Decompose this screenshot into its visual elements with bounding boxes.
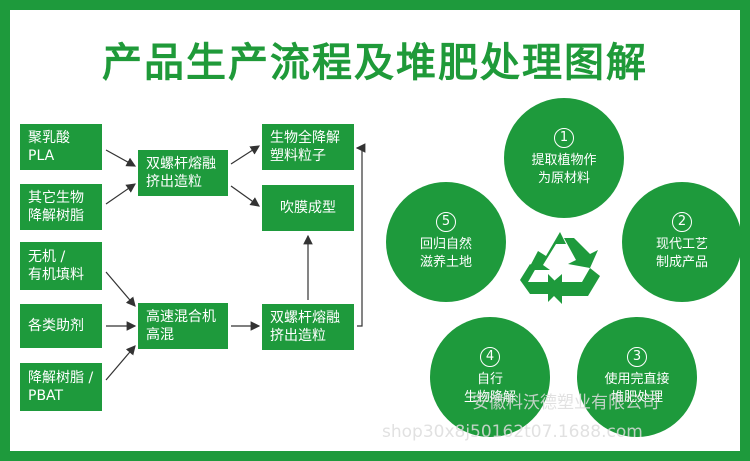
mixer-box: 高速混合机 高混 [138,303,228,349]
page-title: 产品生产流程及堆肥处理图解 [102,40,648,86]
process-label: 挤出造粒 [146,174,202,190]
step-label: 回归自然 [419,237,472,252]
process-label: 挤出造粒 [270,328,326,344]
extruder-box-top: 双螺杆熔融 挤出造粒 [138,150,228,196]
input-label: PBAT [28,388,64,404]
input-pla: 聚乳酸 PLA [20,124,102,170]
cycle-step-2: 2 现代工艺 制成产品 [622,182,742,302]
watermark-company: 安徽科沃德塑业有限公司 [472,393,659,413]
step-number: 1 [554,128,574,148]
step-number: 2 [672,212,692,232]
arrow-extruder-to-film [230,185,260,207]
input-label: 降解树脂 / [28,370,94,386]
process-label: 双螺杆熔融 [270,310,340,326]
step-number: 4 [480,347,500,367]
arrow-extruder-to-pellets [230,145,261,165]
input-label: 聚乳酸 [28,130,70,146]
cycle-step-5: 5 回归自然 滋养土地 [386,182,506,302]
arrow-filler-to-mixer [105,271,136,307]
recycle-icon [520,232,600,304]
input-label: 各类助剂 [28,318,84,334]
input-pbat: 降解树脂 / PBAT [20,363,102,411]
step-label: 为原材料 [537,171,590,186]
input-label: 降解树脂 [28,208,84,224]
step-label: 制成产品 [655,255,708,270]
arrow-extruder-to-pellets-loop [355,143,366,327]
step-label: 生物降解 [463,390,516,405]
cycle-step-1: 1 提取植物作 为原材料 [504,98,624,218]
process-label: 双螺杆熔融 [146,156,216,172]
arrow-resin-to-extruder [105,183,136,205]
cycle-step-3: 3 使用完直接 堆肥处理 [577,317,697,437]
input-additives: 各类助剂 [20,304,102,348]
process-label: 生物全降解 [270,130,340,146]
process-label: 高混 [146,327,174,343]
input-label: 无机 / [28,249,66,265]
process-label: 吹膜成型 [280,200,336,216]
arrow-pbat-to-mixer [105,345,136,381]
input-filler: 无机 / 有机填料 [20,242,102,290]
step-label: 使用完直接 [604,372,670,387]
arrow-pla-to-extruder [105,149,137,167]
film-box: 吹膜成型 [262,185,354,231]
input-bio-resin: 其它生物 降解树脂 [20,184,102,230]
step-label: 自行 [476,372,503,387]
extruder-box-bottom: 双螺杆熔融 挤出造粒 [262,304,354,350]
step-number: 3 [627,347,647,367]
step-number: 5 [436,212,456,232]
input-label: 其它生物 [28,190,84,206]
step-label: 现代工艺 [655,237,708,252]
pellets-box: 生物全降解 塑料粒子 [262,124,354,170]
watermark-url: shop30x8j50162t07.1688.com [382,422,643,442]
input-label: 有机填料 [28,267,84,283]
step-label: 堆肥处理 [610,390,663,405]
step-label: 提取植物作 [531,153,597,168]
cycle-step-4: 4 自行 生物降解 [430,317,550,437]
input-label: PLA [28,148,55,164]
step-label: 滋养土地 [419,255,472,270]
process-label: 塑料粒子 [270,148,326,164]
process-label: 高速混合机 [146,309,216,325]
